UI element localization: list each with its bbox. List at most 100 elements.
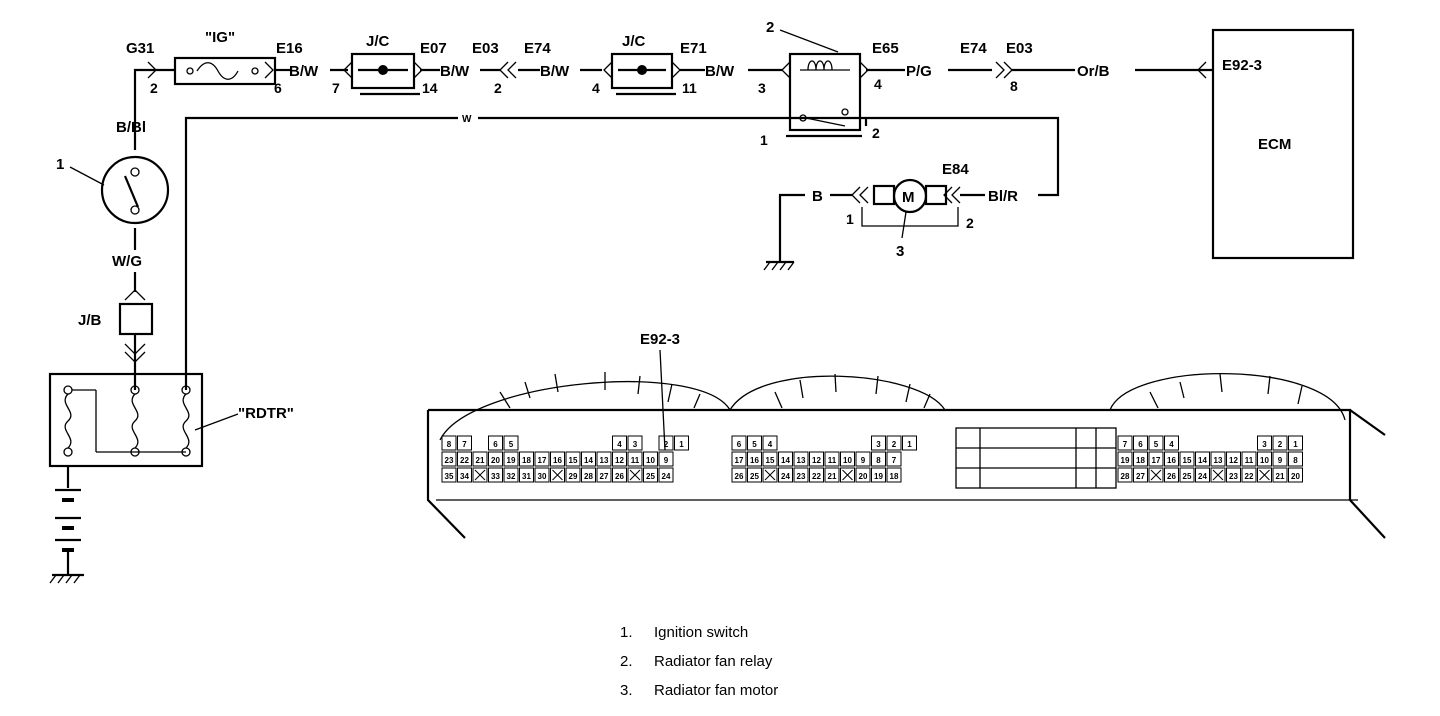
pin-cell bbox=[1117, 435, 1133, 451]
pin-number: 7 bbox=[462, 440, 467, 449]
pin-cell bbox=[488, 451, 503, 467]
pin-cell bbox=[824, 451, 840, 467]
hatch-line bbox=[1149, 391, 1159, 409]
pin-cell bbox=[658, 467, 674, 483]
pin-number: 17 bbox=[735, 456, 744, 465]
callout-fan-relay: 2 bbox=[766, 19, 774, 36]
pin-cell bbox=[565, 451, 581, 467]
hatch-line bbox=[554, 373, 559, 393]
hatch-line bbox=[875, 375, 879, 395]
connector-e84-label: E84 bbox=[942, 161, 969, 178]
pin-cell bbox=[1272, 435, 1288, 451]
pin-number: 10 bbox=[646, 456, 655, 465]
pin-number: 7 bbox=[892, 456, 897, 465]
callout-line bbox=[901, 211, 907, 239]
pin-cell bbox=[762, 451, 778, 467]
pin-cell bbox=[519, 451, 534, 467]
pin-number: 33 bbox=[491, 472, 500, 481]
joint-connector-2-label: J/C bbox=[622, 33, 646, 50]
connector-hatch bbox=[499, 372, 1303, 409]
pin-number: 13 bbox=[600, 456, 609, 465]
wire-color-bw: B/W bbox=[540, 63, 570, 80]
fuse-ig-label: "IG" bbox=[205, 29, 235, 46]
pin-number: 14 bbox=[781, 456, 790, 465]
pin-number: 24 bbox=[781, 472, 790, 481]
hatch-line bbox=[905, 383, 911, 403]
pin-number: 14 bbox=[1198, 456, 1207, 465]
hatch-line bbox=[774, 391, 783, 409]
pin-number: 23 bbox=[797, 472, 806, 481]
joint-connector-1 bbox=[343, 52, 423, 96]
empty-pin-mark bbox=[552, 469, 563, 481]
motor-symbol: M bbox=[902, 189, 915, 206]
pin-cell bbox=[1148, 467, 1164, 483]
hatch-line bbox=[693, 393, 701, 409]
wire-color-bw: B/W bbox=[289, 63, 319, 80]
pin-number: 27 bbox=[600, 472, 609, 481]
pin-number: 6 bbox=[1138, 440, 1143, 449]
pin-number: 22 bbox=[460, 456, 469, 465]
pin-number: 21 bbox=[1276, 472, 1285, 481]
hatch-line bbox=[1219, 373, 1223, 393]
pin-g31: 2 bbox=[150, 80, 158, 96]
pin-number: 5 bbox=[1154, 440, 1159, 449]
pin-relay-3: 3 bbox=[758, 80, 766, 96]
pin-number: 11 bbox=[828, 456, 837, 465]
pin-number: 9 bbox=[861, 456, 866, 465]
pin-cell bbox=[1210, 467, 1226, 483]
pin-e07-in: 7 bbox=[332, 80, 340, 96]
pin-cell bbox=[457, 467, 472, 483]
ground-icon bbox=[763, 260, 795, 271]
pin-number: 10 bbox=[1260, 456, 1269, 465]
empty-pin-mark bbox=[764, 469, 776, 481]
pin-number: 1 bbox=[1293, 440, 1298, 449]
pinout-connector-label: E92-3 bbox=[640, 331, 680, 348]
pin-number: 18 bbox=[1136, 456, 1145, 465]
pin-number: 31 bbox=[522, 472, 531, 481]
fuse-ig bbox=[173, 56, 277, 86]
connector-e07-label: E07 bbox=[420, 40, 447, 57]
legend-num: 1. bbox=[620, 624, 633, 641]
empty-pin-mark bbox=[1212, 469, 1224, 481]
empty-pin-mark bbox=[1259, 469, 1270, 481]
legend-num: 3. bbox=[620, 682, 633, 699]
hatch-line bbox=[637, 375, 641, 395]
pin-e16: 6 bbox=[274, 80, 282, 96]
pin-number: 20 bbox=[859, 472, 868, 481]
pin-e03-8: 8 bbox=[1010, 78, 1018, 94]
pin-cell bbox=[457, 451, 472, 467]
connector-g31 bbox=[147, 61, 157, 79]
legend-item-radiator-fan-relay: Radiator fan relay bbox=[654, 653, 773, 670]
callout-line bbox=[69, 166, 105, 186]
pin-cell bbox=[550, 451, 565, 467]
connector-e71-label: E71 bbox=[680, 40, 707, 57]
pin-number: 20 bbox=[491, 456, 500, 465]
pin-number: 23 bbox=[1229, 472, 1238, 481]
pin-number: 35 bbox=[445, 472, 454, 481]
pin-number: 2 bbox=[664, 440, 669, 449]
pin-cell bbox=[1164, 451, 1179, 467]
pin-number: 2 bbox=[1278, 440, 1283, 449]
wire-color-bw: B/W bbox=[705, 63, 735, 80]
empty-pin-mark bbox=[629, 469, 641, 481]
pin-cell bbox=[441, 467, 457, 483]
pin-cell bbox=[472, 467, 488, 483]
pin-motor-1: 1 bbox=[846, 211, 854, 227]
battery-icon bbox=[55, 488, 81, 552]
pin-number: 9 bbox=[1278, 456, 1283, 465]
hatch-line bbox=[667, 383, 673, 403]
pin-cell bbox=[1288, 435, 1303, 451]
legend-item-ignition-switch: Ignition switch bbox=[654, 624, 748, 641]
pin-number: 18 bbox=[890, 472, 899, 481]
pin-number: 24 bbox=[662, 472, 671, 481]
pin-cell bbox=[596, 467, 612, 483]
connector-e65-label: E65 bbox=[872, 40, 899, 57]
pin-cell bbox=[731, 435, 747, 451]
ecm-box bbox=[1197, 28, 1355, 260]
pin-number: 4 bbox=[768, 440, 773, 449]
pin-number: 25 bbox=[646, 472, 655, 481]
pin-number: 16 bbox=[750, 456, 759, 465]
pin-number: 6 bbox=[737, 440, 742, 449]
pin-number: 10 bbox=[843, 456, 852, 465]
